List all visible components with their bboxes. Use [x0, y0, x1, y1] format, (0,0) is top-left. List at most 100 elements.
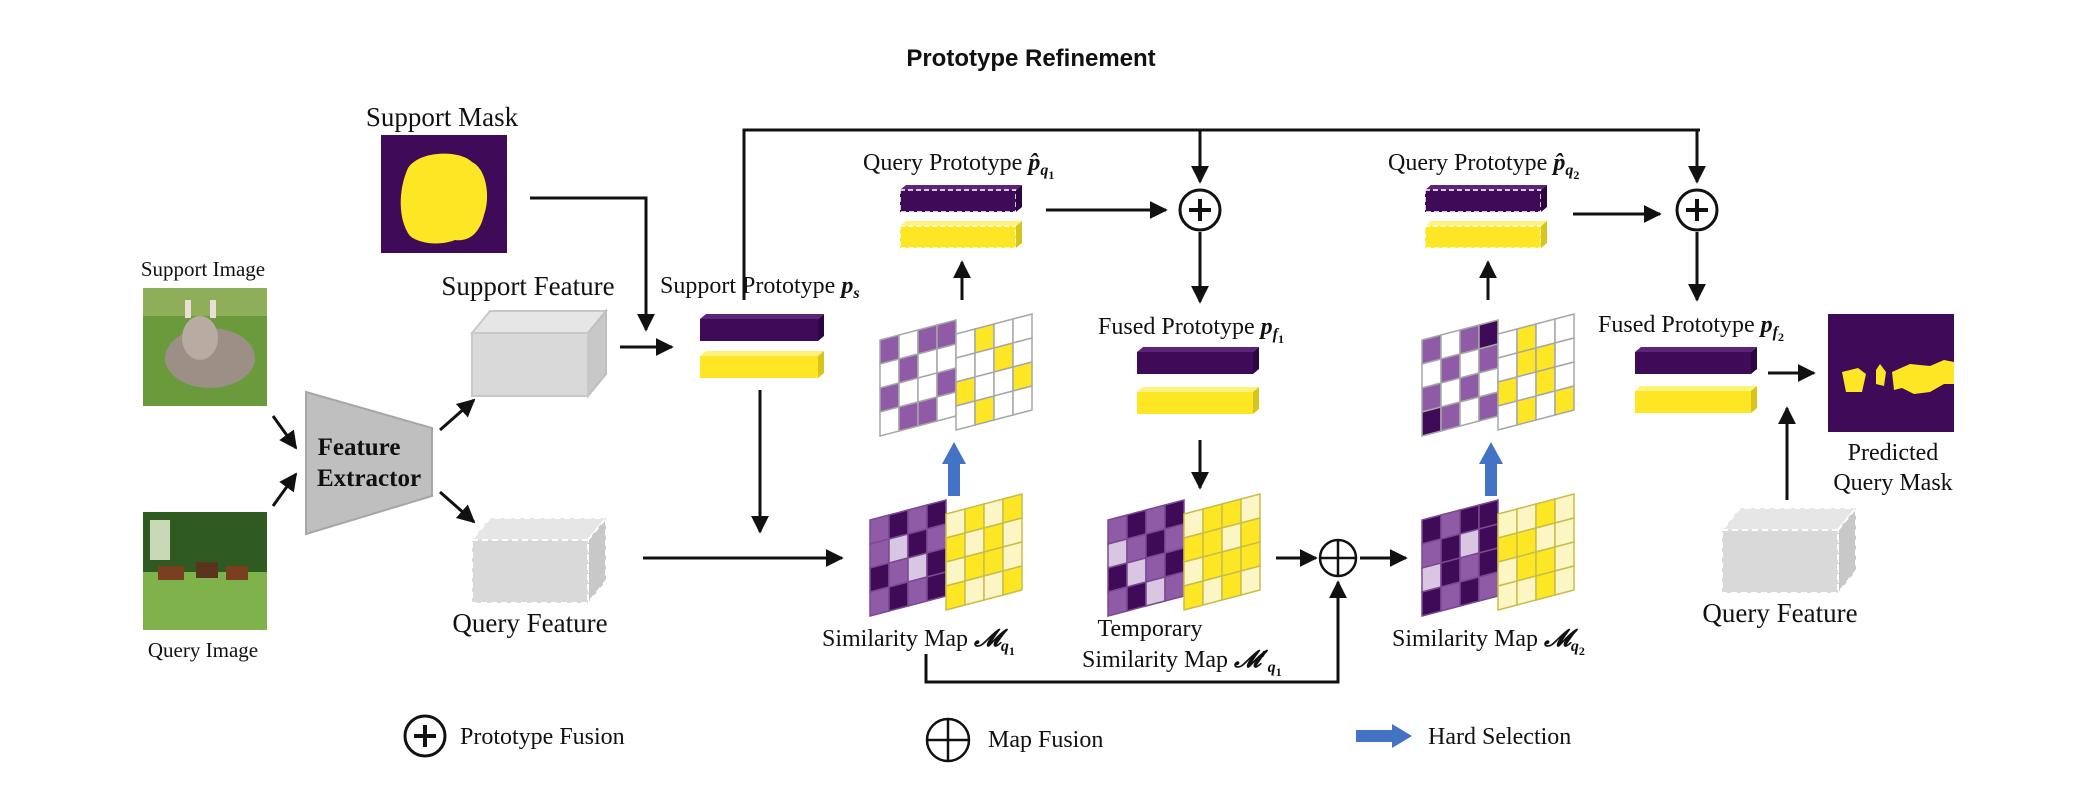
hard-selected-1-yellow — [955, 313, 1033, 431]
fused-prototype-1-bars — [1137, 347, 1259, 414]
feature-extractor-label-2: Extractor — [317, 465, 421, 492]
grid-cell — [1221, 570, 1242, 601]
grid-cell — [869, 586, 890, 617]
legend-hard-selection: Hard Selection — [1428, 724, 1571, 750]
hard-selected-map-2 — [1421, 313, 1575, 437]
map-fusion-node — [1318, 538, 1358, 578]
grid-cell — [1535, 570, 1556, 601]
support-mask-image — [381, 135, 507, 253]
grid-cell — [926, 571, 947, 602]
predicted-label-2: Query Mask — [1833, 470, 1952, 496]
grid-cell — [1164, 571, 1185, 602]
arrow-extractor-to-query-feature — [439, 490, 476, 524]
query-feature-2-label: Query Feature — [1702, 598, 1857, 628]
grid-cell — [936, 391, 957, 422]
line-top-feedback — [742, 128, 1700, 300]
temporary-label-1: Temporary — [1098, 616, 1203, 642]
grid-cell — [1459, 576, 1480, 607]
similarity-map-1-purple — [869, 499, 947, 617]
feature-extractor-block — [305, 390, 433, 536]
query-feature-label: Query Feature — [452, 608, 607, 638]
feature-extractor-label-1: Feature — [318, 434, 401, 461]
grid-cell — [945, 580, 966, 611]
hard-selection-arrow-2 — [1479, 442, 1503, 496]
grid-cell — [1535, 390, 1556, 421]
grid-cell — [1107, 586, 1128, 617]
grid-cell — [1440, 401, 1461, 432]
grid-cell — [983, 570, 1004, 601]
hard-selected-2-yellow — [1497, 313, 1575, 431]
query-image-label: Query Image — [148, 638, 258, 662]
support-image-photo — [143, 288, 267, 406]
grid-cell — [898, 401, 919, 432]
grid-cell — [888, 581, 909, 612]
arrow-similarity-1-to-map-fusion — [924, 580, 1347, 684]
grid-cell — [1459, 396, 1480, 427]
grid-cell — [1478, 571, 1499, 602]
oplus-map-fusion-icon — [925, 717, 971, 763]
support-mask-label: Support Mask — [366, 102, 519, 132]
oplus-prototype-fusion-icon — [403, 714, 447, 758]
hard-selected-2-purple — [1421, 319, 1499, 437]
grid-cell — [1240, 565, 1261, 596]
query-feature-cube — [469, 515, 609, 606]
similarity-map-2-grids — [1421, 493, 1575, 617]
grid-cell — [1126, 581, 1147, 612]
legend: Prototype Fusion Map Fusion Hard Selecti… — [403, 714, 1571, 763]
arrow-support-image-to-extractor — [271, 415, 298, 450]
hard-selection-arrow-1 — [942, 442, 966, 496]
hard-selected-1-purple — [879, 319, 957, 437]
prototype-fusion-node-2 — [1675, 188, 1719, 232]
arrow-extractor-to-support-feature — [439, 398, 476, 432]
grid-cell — [1478, 391, 1499, 422]
query-prototype-1-bars — [899, 185, 1022, 249]
grid-cell — [1516, 395, 1537, 426]
query-feature-cube-2 — [1719, 505, 1859, 596]
temporary-similarity-map-grids — [1107, 493, 1261, 617]
query-image-photo — [143, 512, 267, 630]
predicted-query-mask — [1828, 314, 1954, 432]
grid-cell — [974, 395, 995, 426]
blue-arrow-hard-selection-icon — [1356, 724, 1412, 748]
grid-cell — [907, 576, 928, 607]
fused-prototype-2-bars — [1635, 347, 1757, 413]
arrow-support-mask-to-prototype — [530, 196, 655, 332]
grid-cell — [1516, 575, 1537, 606]
similarity-map-2-yellow — [1497, 493, 1575, 611]
grid-cell — [1012, 385, 1033, 416]
grid-cell — [1145, 576, 1166, 607]
grid-cell — [993, 390, 1014, 421]
grid-cell — [955, 400, 976, 431]
similarity-map-1-yellow — [945, 493, 1023, 611]
support-feature-label: Support Feature — [441, 271, 614, 301]
prototype-fusion-node-1 — [1178, 188, 1222, 232]
legend-prototype-fusion: Prototype Fusion — [460, 724, 625, 750]
grid-cell — [1183, 580, 1204, 611]
temporary-map-purple — [1107, 499, 1185, 617]
grid-cell — [1202, 575, 1223, 606]
hard-selected-map-1 — [879, 313, 1033, 437]
grid-cell — [1421, 586, 1442, 617]
grid-cell — [917, 396, 938, 427]
temporary-map-yellow — [1183, 493, 1261, 611]
legend-map-fusion: Map Fusion — [988, 727, 1103, 753]
grid-cell — [1497, 580, 1518, 611]
similarity-map-1-grids — [869, 493, 1023, 617]
grid-cell — [879, 406, 900, 437]
grid-cell — [1002, 565, 1023, 596]
support-prototype-bars — [700, 314, 824, 378]
support-feature-cube — [469, 308, 609, 399]
support-image-label: Support Image — [141, 257, 265, 281]
grid-cell — [964, 575, 985, 606]
grid-cell — [1497, 400, 1518, 431]
predicted-label-1: Predicted — [1848, 440, 1939, 466]
